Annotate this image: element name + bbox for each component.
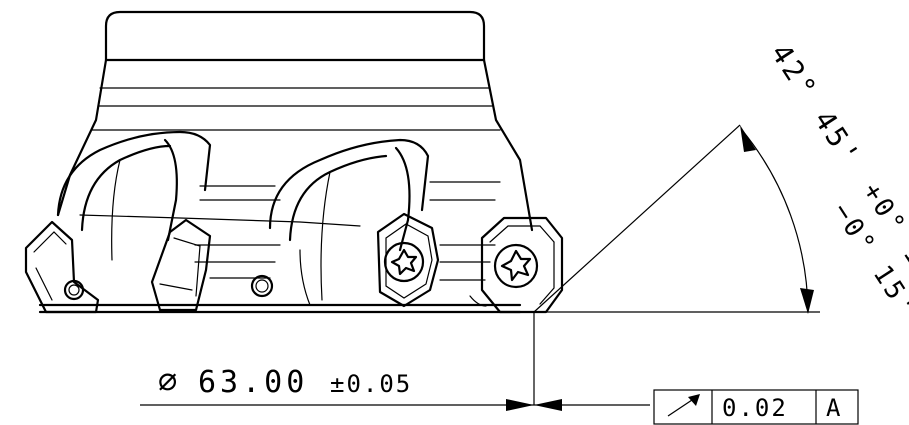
torx-screw-icon [390, 248, 418, 276]
datum-reference: A [826, 394, 841, 422]
right-insert [469, 216, 564, 314]
cutter-body [38, 10, 534, 314]
feature-control-frame [653, 389, 859, 425]
flute-pocket-1 [56, 130, 212, 261]
left-insert [24, 220, 100, 314]
diameter-tolerance: ±0.05 [330, 370, 412, 398]
angle-main-label: 42° 45' [764, 38, 867, 173]
diameter-dimension [140, 312, 650, 411]
torx-screw-icon [500, 249, 532, 282]
middle-insert [150, 218, 274, 312]
diameter-symbol: ∅ [158, 362, 177, 400]
center-insert [376, 212, 440, 308]
angle-dimension [533, 124, 820, 314]
diameter-value: 63.00 [198, 365, 308, 400]
runout-tolerance-value: 0.02 [722, 394, 788, 422]
flute-pocket-2 [268, 138, 430, 306]
